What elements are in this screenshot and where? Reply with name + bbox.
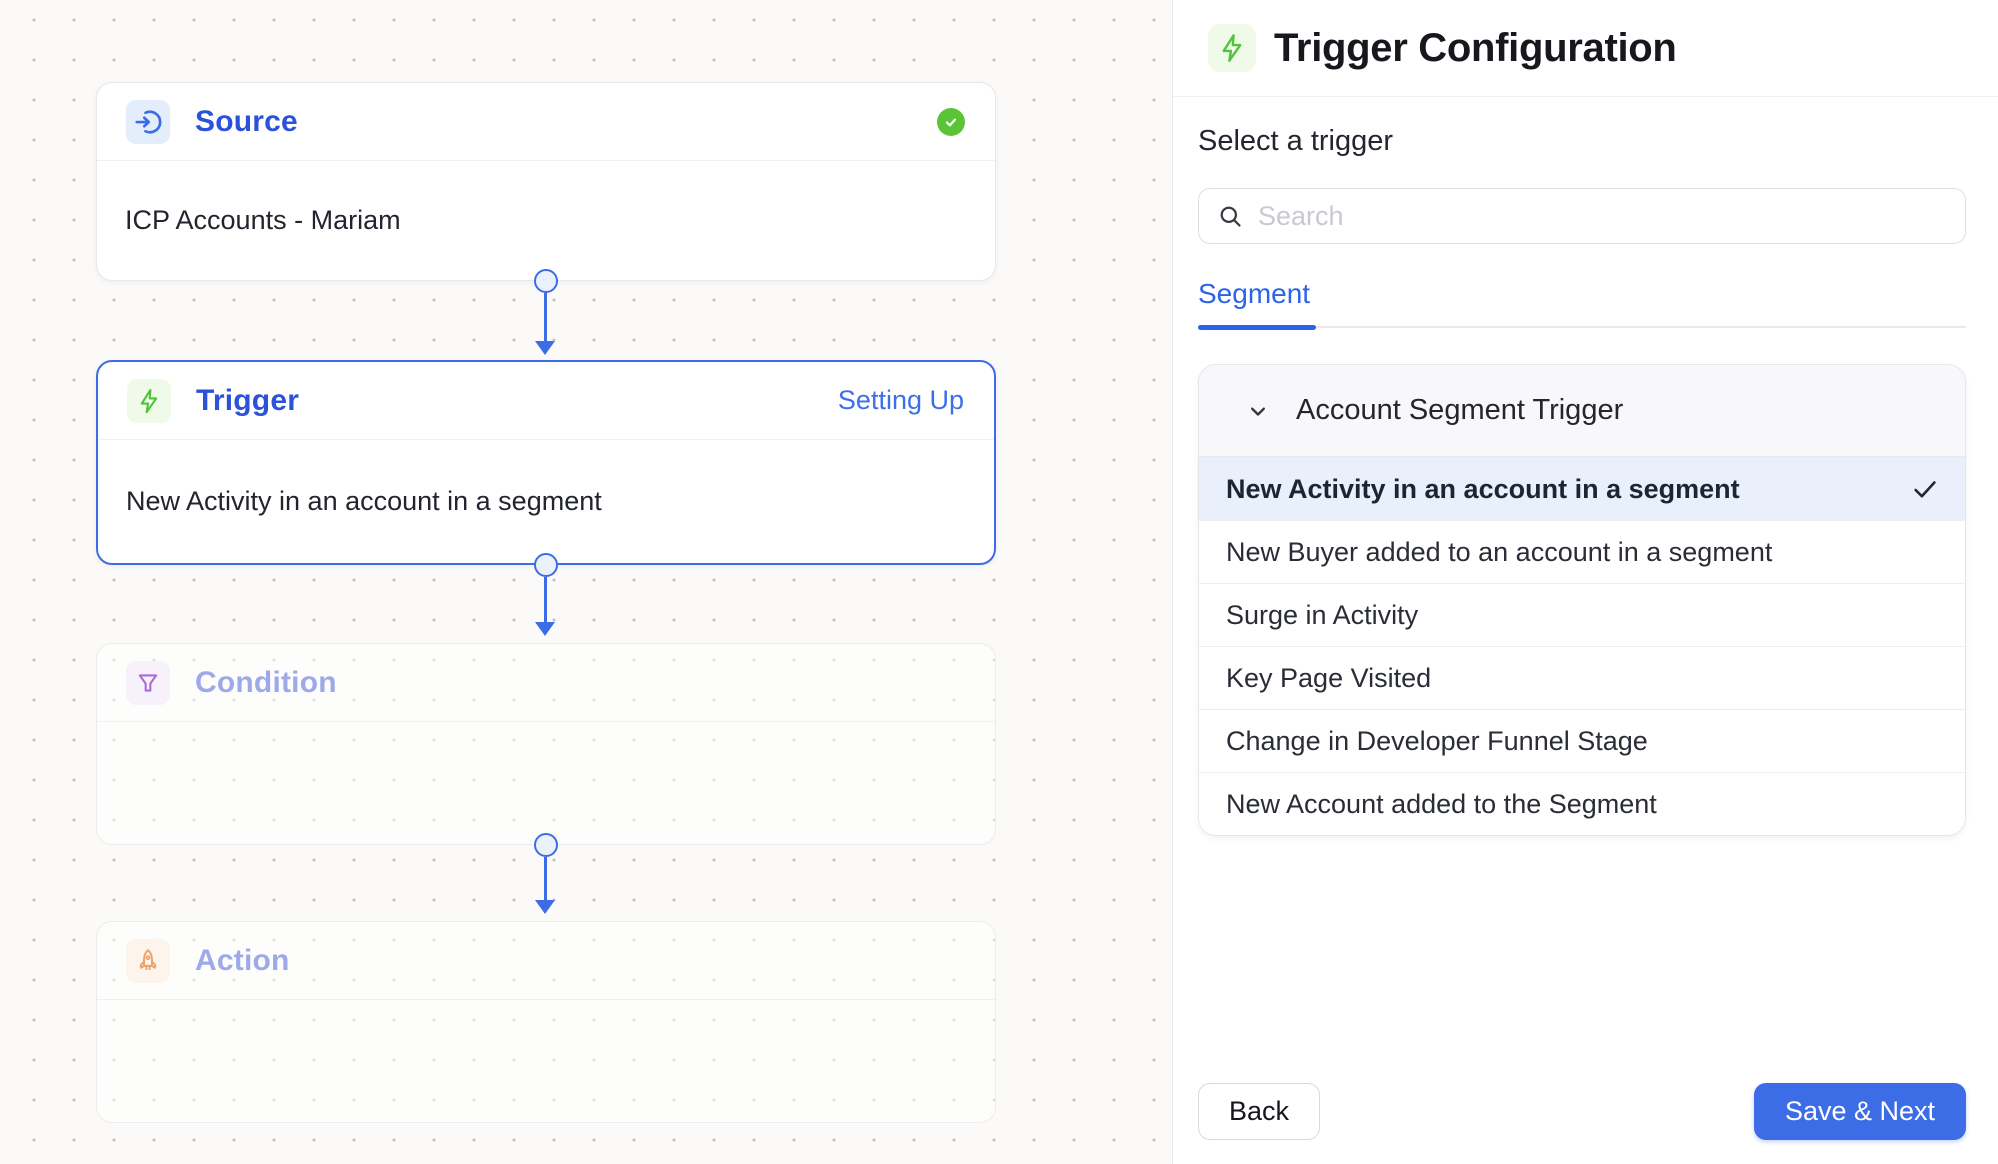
node-action-title: Action xyxy=(195,943,290,977)
trigger-output-port[interactable] xyxy=(534,553,558,577)
trigger-option-label: Key Page Visited xyxy=(1226,662,1432,693)
node-source-title: Source xyxy=(195,104,298,138)
tabs-baseline xyxy=(1198,326,1966,328)
node-trigger-header: Trigger Setting Up xyxy=(98,362,994,440)
save-next-button[interactable]: Save & Next xyxy=(1754,1083,1966,1140)
trigger-option[interactable]: Surge in Activity xyxy=(1199,583,1965,646)
node-source-header: Source xyxy=(97,83,995,161)
trigger-search-box xyxy=(1198,188,1966,244)
group-label: Account Segment Trigger xyxy=(1296,394,1624,426)
source-output-port[interactable] xyxy=(534,269,558,293)
edge-condition-action xyxy=(544,857,547,900)
lightning-icon xyxy=(1208,24,1256,72)
edge-trigger-condition xyxy=(544,577,547,622)
panel-content: Select a trigger Segment xyxy=(1173,125,1998,836)
funnel-icon xyxy=(126,660,170,705)
trigger-option-label: Change in Developer Funnel Stage xyxy=(1226,725,1648,756)
tab-segment[interactable]: Segment xyxy=(1198,278,1311,309)
trigger-option-label: New Activity in an account in a segment xyxy=(1226,473,1740,504)
node-trigger-status: Setting Up xyxy=(837,385,964,415)
trigger-configuration-panel: Trigger Configuration Select a trigger S… xyxy=(1173,0,1998,1164)
group-account-segment-trigger[interactable]: Account Segment Trigger xyxy=(1199,365,1965,457)
node-action-header: Action xyxy=(97,922,995,1000)
chevron-down-icon xyxy=(1244,397,1272,425)
trigger-option-label: New Account added to the Segment xyxy=(1226,788,1657,819)
node-trigger-body: New Activity in an account in a segment xyxy=(126,486,602,516)
panel-header: Trigger Configuration xyxy=(1173,0,1998,97)
lightning-icon xyxy=(127,378,171,423)
trigger-option[interactable]: Key Page Visited xyxy=(1199,646,1965,709)
node-condition-header: Condition xyxy=(97,644,995,722)
edge-source-trigger xyxy=(544,293,547,341)
search-input[interactable] xyxy=(1258,200,1947,232)
trigger-option-list: Account Segment Trigger New Activity in … xyxy=(1198,364,1966,836)
node-trigger-title: Trigger xyxy=(196,383,300,417)
node-trigger[interactable]: Trigger Setting Up New Activity in an ac… xyxy=(96,360,996,565)
trigger-option[interactable]: New Activity in an account in a segment xyxy=(1199,457,1965,520)
edge-arrow-icon xyxy=(535,622,555,636)
check-icon xyxy=(1910,474,1940,504)
back-button[interactable]: Back xyxy=(1198,1083,1320,1140)
trigger-category-tabs: Segment xyxy=(1198,278,1966,330)
active-tab-underline xyxy=(1198,324,1316,330)
node-action[interactable]: Action xyxy=(96,921,996,1123)
rocket-icon xyxy=(126,938,170,983)
node-source[interactable]: Source ICP Accounts - Mariam xyxy=(96,82,996,281)
trigger-option-label: Surge in Activity xyxy=(1226,599,1419,630)
trigger-option-label: New Buyer added to an account in a segme… xyxy=(1226,536,1773,567)
trigger-option[interactable]: Change in Developer Funnel Stage xyxy=(1199,709,1965,772)
node-source-body: ICP Accounts - Mariam xyxy=(125,205,401,235)
workflow-canvas[interactable]: Source ICP Accounts - Mariam Trigger Set… xyxy=(0,0,1173,1164)
condition-output-port[interactable] xyxy=(534,833,558,857)
panel-subtitle: Select a trigger xyxy=(1198,125,1394,157)
panel-footer: Back Save & Next xyxy=(1198,1083,1966,1140)
trigger-option[interactable]: New Buyer added to an account in a segme… xyxy=(1199,520,1965,583)
node-condition[interactable]: Condition xyxy=(96,643,996,845)
trigger-option[interactable]: New Account added to the Segment xyxy=(1199,772,1965,835)
import-icon xyxy=(126,99,170,144)
node-action-body xyxy=(97,1000,995,1122)
edge-arrow-icon xyxy=(535,341,555,355)
node-condition-body xyxy=(97,722,995,844)
check-circle-icon xyxy=(937,107,965,136)
edge-arrow-icon xyxy=(535,900,555,914)
panel-title: Trigger Configuration xyxy=(1274,25,1677,70)
node-condition-title: Condition xyxy=(195,665,337,699)
search-icon xyxy=(1217,203,1244,230)
